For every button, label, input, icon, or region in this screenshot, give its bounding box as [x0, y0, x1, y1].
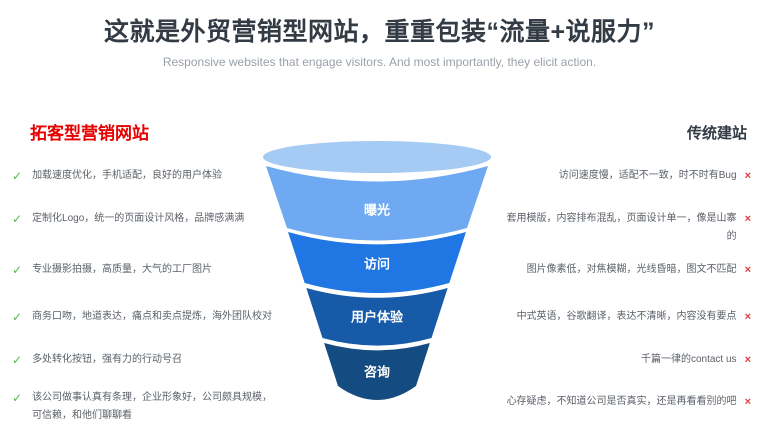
right-column-heading: 传统建站 — [686, 125, 747, 142]
list-item: 图片像素低，对焦模糊，光线昏暗，图文不匹配 × — [479, 261, 751, 279]
list-item: ✓ 多处转化按钮，强有力的行动号召 — [12, 351, 280, 369]
list-item-label: 商务口吻，地道表达，痛点和卖点提炼，海外团队校对 — [32, 311, 273, 322]
list-item: 套用模版，内容排布混乱，页面设计单一，像是山寨的 × — [479, 210, 751, 246]
list-item: 中式英语，谷歌翻译，表达不清晰，内容没有要点 × — [479, 308, 751, 326]
cross-icon: × — [744, 311, 751, 323]
page-subtitle: Responsive websites that engage visitors… — [162, 55, 597, 69]
funnel-top-ellipse — [263, 141, 491, 173]
check-icon: ✓ — [12, 212, 23, 226]
list-item-label: 千篇一律的contact us — [640, 354, 737, 365]
list-item-label: 中式英语，谷歌翻译，表达不清晰，内容没有要点 — [516, 311, 737, 322]
check-icon: ✓ — [12, 263, 23, 277]
list-item-label: 多处转化按钮，强有力的行动号召 — [32, 354, 183, 365]
list-item-label: 套用模版，内容排布混乱，页面设计单一，像是山寨的 — [506, 213, 737, 242]
funnel-level-inquiry — [324, 343, 430, 400]
cross-icon: × — [744, 170, 751, 182]
list-item: 千篇一律的contact us × — [479, 351, 751, 369]
list-item: ✓ 商务口吻，地道表达，痛点和卖点提炼，海外团队校对 — [12, 308, 280, 326]
funnel-level-experience — [306, 288, 448, 346]
cross-icon: × — [744, 396, 751, 408]
list-item: 访问速度慢，适配不一致，时不时有Bug × — [479, 167, 751, 185]
check-icon: ✓ — [12, 391, 23, 405]
left-column-heading: 拓客型营销网站 — [30, 124, 149, 143]
list-item: 心存疑虑，不知道公司是否真实，还是再看看别的吧 × — [479, 393, 751, 411]
funnel-label-exposure: 曝光 — [364, 202, 390, 217]
funnel-level-exposure — [266, 166, 488, 241]
list-item: ✓ 定制化Logo，统一的页面设计风格，品牌感满满 — [12, 210, 280, 228]
list-item-label: 加载速度优化，手机适配，良好的用户体验 — [32, 170, 223, 181]
list-item-label: 心存疑虑，不知道公司是否真实，还是再看看别的吧 — [506, 396, 737, 407]
list-item: ✓ 该公司做事认真有条理，企业形象好，公司颇具规模，可信赖，和他们聊聊看 — [12, 389, 280, 425]
funnel-diagram: 曝光 访问 用户体验 咨询 — [250, 130, 510, 425]
list-item-label: 访问速度慢，适配不一致，时不时有Bug — [558, 170, 737, 181]
check-icon: ✓ — [12, 353, 23, 367]
funnel-level-visit — [288, 232, 466, 293]
list-item-label: 专业摄影拍摄，高质量，大气的工厂图片 — [32, 264, 213, 275]
list-item-label: 该公司做事认真有条理，企业形象好，公司颇具规模，可信赖，和他们聊聊看 — [32, 392, 273, 421]
funnel-label-visit: 访问 — [364, 256, 390, 271]
page-title: 这就是外贸营销型网站，重重包装“流量+说服力” — [103, 18, 656, 46]
funnel-label-inquiry: 咨询 — [364, 364, 390, 379]
list-item-label: 定制化Logo，统一的页面设计风格，品牌感满满 — [32, 213, 245, 224]
list-item-label: 图片像素低，对焦模糊，光线昏暗，图文不匹配 — [526, 264, 737, 275]
check-icon: ✓ — [12, 310, 23, 324]
funnel-label-experience: 用户体验 — [350, 309, 404, 324]
cross-icon: × — [744, 213, 751, 225]
cross-icon: × — [744, 354, 751, 366]
list-item: ✓ 专业摄影拍摄，高质量，大气的工厂图片 — [12, 261, 280, 279]
check-icon: ✓ — [12, 169, 23, 183]
list-item: ✓ 加载速度优化，手机适配，良好的用户体验 — [12, 167, 280, 185]
cross-icon: × — [744, 264, 751, 276]
